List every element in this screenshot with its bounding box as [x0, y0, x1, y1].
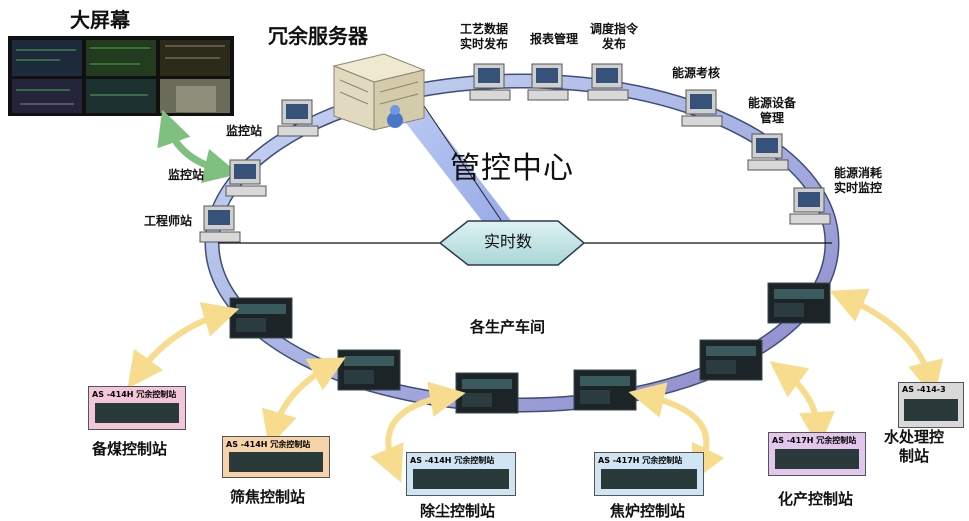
control-station-label: 除尘控制站 — [420, 502, 496, 520]
link-arrow — [261, 357, 346, 448]
controller-unit-icon — [699, 339, 763, 381]
workstation-pc-icon — [199, 205, 241, 243]
panel-rack-icon — [413, 469, 509, 489]
workstation-label: 报表管理 — [530, 32, 579, 46]
data-beam — [388, 92, 512, 226]
controller-unit-icon — [573, 369, 637, 411]
workstation-pc-icon — [681, 89, 723, 127]
controller-unit-icon — [229, 297, 293, 339]
workstation-label: 监控站 — [226, 124, 263, 138]
link-arrow — [769, 361, 835, 448]
control-station-panel: AS -414H 冗余控制站 — [222, 436, 330, 478]
workstation-label: 工艺数据 实时发布 — [460, 22, 509, 51]
control-station-panel: AS -414-3 — [898, 382, 964, 428]
server-link-line — [419, 99, 506, 227]
controllers-group — [229, 282, 831, 414]
panel-rack-icon — [229, 452, 323, 472]
link-arrow — [829, 288, 944, 398]
workstations-group — [199, 63, 831, 243]
workshops-title: 各生产车间 — [470, 318, 546, 336]
realtime-db-label: 实时数 — [484, 232, 533, 251]
control-center-title: 管控中心 — [450, 151, 574, 186]
panel-rack-icon — [601, 469, 697, 489]
link-arrows-group — [127, 288, 944, 483]
panel-model-label: AS -414-3 — [902, 385, 946, 394]
control-station-panel: AS -414H 冗余控制站 — [88, 386, 186, 430]
control-station-label: 筛焦控制站 — [230, 488, 306, 506]
workstation-label: 能源考核 — [672, 66, 721, 80]
server-icon — [332, 53, 426, 131]
controller-unit-icon — [767, 282, 831, 324]
workstation-label: 调度指令 发布 — [590, 22, 639, 51]
server-title: 冗余服务器 — [268, 24, 368, 48]
panel-model-label: AS -414H 冗余控制站 — [226, 440, 311, 449]
control-station-panel: AS -417H 冗余控制站 — [768, 432, 866, 476]
controller-unit-icon — [337, 349, 401, 391]
big-screen-image — [8, 36, 234, 116]
control-station-panel: AS -414H 冗余控制站 — [406, 452, 516, 496]
workstation-pc-icon — [277, 99, 319, 137]
workstation-pc-icon — [527, 63, 569, 101]
panel-rack-icon — [904, 399, 958, 421]
panel-model-label: AS -414H 冗余控制站 — [410, 456, 495, 465]
panel-rack-icon — [95, 403, 179, 423]
workstation-label: 能源设备 管理 — [748, 96, 797, 125]
workstation-pc-icon — [469, 63, 511, 101]
workstation-pc-icon — [225, 159, 267, 197]
control-station-panel: AS -417H 冗余控制站 — [594, 452, 704, 496]
control-station-label: 焦炉控制站 — [610, 502, 686, 520]
workstation-pc-icon — [789, 187, 831, 225]
control-station-label: 备煤控制站 — [92, 440, 168, 458]
workstation-pc-icon — [587, 63, 629, 101]
control-station-label: 化产控制站 — [778, 490, 854, 508]
big-screen-title: 大屏幕 — [70, 8, 130, 32]
workstation-label: 工程师站 — [144, 214, 193, 228]
link-arrow — [370, 381, 466, 483]
link-arrow — [127, 302, 240, 389]
control-station-label: 水处理控 制站 — [884, 428, 945, 465]
controller-unit-icon — [455, 372, 519, 414]
realtime-db-hexagon — [438, 220, 586, 266]
workstation-label: 监控站 — [168, 168, 205, 182]
panel-model-label: AS -414H 冗余控制站 — [92, 390, 177, 399]
workstation-pc-icon — [747, 133, 789, 171]
big-screen-link-arrow — [157, 109, 240, 183]
panel-model-label: AS -417H 冗余控制站 — [598, 456, 683, 465]
panel-rack-icon — [775, 449, 859, 469]
link-arrow — [628, 382, 725, 483]
panel-model-label: AS -417H 冗余控制站 — [772, 436, 857, 445]
workstation-label: 能源消耗 实时监控 — [834, 166, 883, 195]
